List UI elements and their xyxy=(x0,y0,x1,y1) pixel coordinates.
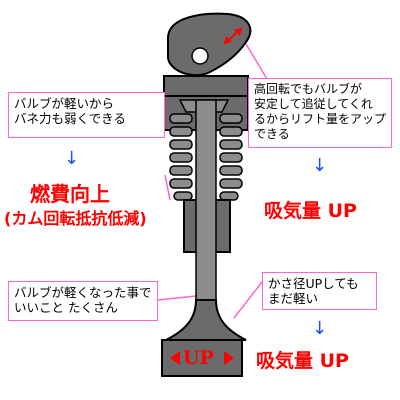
cam-shaft-hole xyxy=(191,47,209,65)
arrow-down-icon: ↓ xyxy=(64,148,80,169)
arrow-down-icon: ↓ xyxy=(312,318,328,339)
note-stable-follow: 高回転でもバルブが 安定して追従してくれ るからリフト量をアップ できる xyxy=(248,78,392,148)
valve-head-up-label: UP xyxy=(183,347,214,369)
valve-tappet xyxy=(163,75,249,97)
result-fuel-economy: 燃費向上 xyxy=(30,182,110,206)
result-intake-up-1: 吸気量 UP xyxy=(264,200,357,222)
valve-stem xyxy=(195,99,217,311)
arrow-down-icon: ↓ xyxy=(312,155,328,176)
note-bigger-umbrella: かさ径UPしても まだ軽い xyxy=(262,272,377,310)
note-many-benefits: バルブが軽くなった事で いいこと たくさん xyxy=(8,281,158,321)
cam-lobe xyxy=(167,12,252,77)
note-light-valve: バルブが軽いから バネ力も弱くできる xyxy=(8,92,165,138)
valve-neck xyxy=(165,299,247,341)
result-fuel-economy-sub: (カム回転抵抗低減) xyxy=(4,209,147,228)
valve-spring xyxy=(169,113,243,201)
result-intake-up-2: 吸気量 UP xyxy=(256,350,349,372)
